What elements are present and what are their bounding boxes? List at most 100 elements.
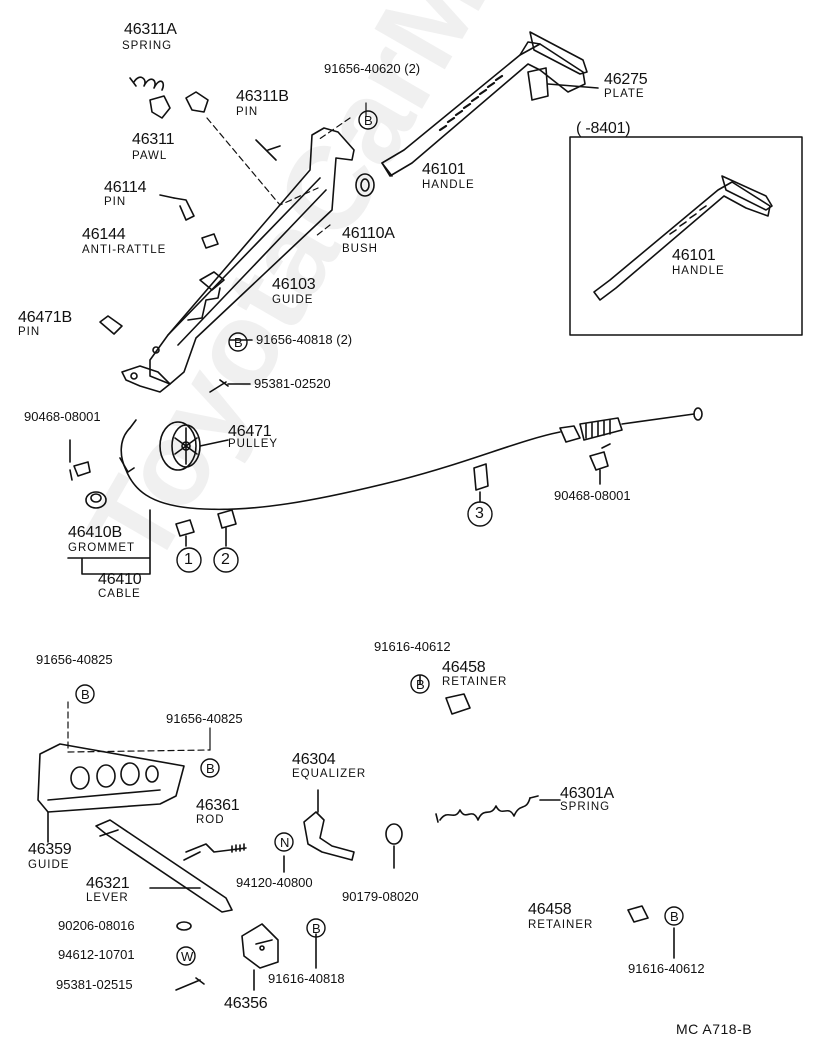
inset-handle-drawing — [593, 175, 773, 301]
part-46275-number: 46275 — [604, 71, 648, 88]
pulley-drawing — [159, 421, 229, 471]
pin-46471B-drawing — [99, 315, 123, 335]
clip-3-drawing — [473, 463, 489, 491]
part-46304-name: EQUALIZER — [292, 768, 367, 780]
bushing-drawing — [385, 823, 403, 845]
part-46359-name: GUIDE — [28, 859, 70, 871]
washer-drawing — [176, 921, 192, 931]
part-90468-08001-b-number: 90468-08001 — [554, 488, 631, 503]
part-46311A-number: 46311A — [124, 21, 177, 38]
inset-part-number: 46101 — [672, 247, 716, 264]
callout-b-1-letter: B — [364, 113, 373, 128]
pin-46311B-drawing — [255, 139, 281, 161]
callout-w — [176, 946, 196, 966]
part-91616-40612-a-number: 91616-40612 — [374, 639, 451, 654]
pin-46114-drawing — [173, 197, 195, 221]
part-46103-name: GUIDE — [272, 294, 314, 306]
callout-2-number: 2 — [221, 551, 230, 568]
part-46304-number: 46304 — [292, 751, 336, 768]
part-46471-name: PULLEY — [228, 438, 279, 450]
part-95381-02520-number: 95381-02520 — [254, 376, 331, 391]
part-46103-number: 46103 — [272, 276, 316, 293]
part-46301A-name: SPRING — [560, 801, 611, 813]
part-46311-name: PAWL — [132, 150, 168, 162]
part-90206-08016-number: 90206-08016 — [58, 918, 135, 933]
part-46101-number: 46101 — [422, 161, 466, 178]
part-91616-40818-number: 91616-40818 — [268, 971, 345, 986]
part-46311B-number: 46311B — [236, 88, 289, 105]
lever-drawing — [95, 819, 233, 913]
part-91616-40612-b-number: 91616-40612 — [628, 961, 705, 976]
spring-46311A-drawing — [129, 76, 165, 91]
part-46321-name: LEVER — [86, 892, 129, 904]
callout-b-4 — [200, 758, 220, 778]
part-46301A-number: 46301A — [560, 785, 614, 802]
part-91656-40818-number: 91656-40818 (2) — [256, 332, 353, 347]
guide-46359-drawing — [37, 743, 185, 813]
callout-n-letter: N — [280, 835, 290, 850]
anti-rattle-drawing — [201, 233, 219, 249]
callout-1 — [176, 547, 202, 573]
part-46110A-name: BUSH — [342, 243, 378, 255]
part-46458-b-number: 46458 — [528, 901, 572, 918]
part-46359-number: 46359 — [28, 841, 72, 858]
clip-2-drawing — [217, 509, 237, 529]
callout-3-number: 3 — [475, 505, 484, 522]
callout-w-letter: W — [181, 949, 194, 964]
part-46144-number: 46144 — [82, 226, 126, 243]
cable-drawing — [119, 407, 703, 511]
callout-b-5-letter: B — [416, 677, 425, 692]
clip-a-drawing — [69, 461, 91, 481]
callout-b-3-letter: B — [81, 687, 90, 702]
part-91656-40825-a-number: 91656-40825 — [36, 652, 113, 667]
part-94120-40800-number: 94120-40800 — [236, 875, 313, 890]
cotter-pin-2-drawing — [175, 977, 205, 991]
bush-drawing — [355, 173, 375, 197]
callout-1-number: 1 — [184, 551, 193, 568]
inset-range: ( -8401) — [576, 120, 631, 137]
inset-frame — [569, 136, 803, 336]
callout-b-6 — [306, 918, 326, 938]
callout-2 — [213, 547, 239, 573]
part-46356-number: 46356 — [224, 995, 268, 1012]
part-91656-40825-b-number: 91656-40825 — [166, 711, 243, 726]
inset-part-name: HANDLE — [672, 265, 725, 277]
clip-1-drawing — [175, 519, 195, 537]
rod-drawing — [183, 843, 247, 861]
part-46458-a-name: RETAINER — [442, 676, 508, 688]
part-46361-number: 46361 — [196, 797, 240, 814]
footer-code: MC A718-B — [676, 1021, 753, 1037]
equalizer-drawing — [303, 789, 355, 861]
part-90468-08001-a-number: 90468-08001 — [24, 409, 101, 424]
retainer-b-drawing — [627, 905, 649, 923]
callout-3 — [467, 501, 493, 527]
part-46410B-name: GROMMET — [68, 542, 136, 554]
callout-b-7-letter: B — [670, 909, 679, 924]
part-46114-number: 46114 — [104, 179, 147, 196]
callout-b-2 — [228, 332, 248, 352]
guide-46103-drawing — [121, 127, 355, 393]
part-46110A-number: 46110A — [342, 225, 395, 242]
part-46471-number: 46471 — [228, 423, 272, 440]
pawl-drawing — [149, 91, 209, 119]
plate-drawing — [527, 67, 599, 101]
clip-b-drawing — [589, 443, 611, 471]
spring-46301A-drawing — [439, 797, 531, 821]
handle-drawing — [381, 31, 588, 177]
part-46311-number: 46311 — [132, 131, 175, 148]
grommet-drawing — [85, 491, 107, 509]
part-46458-b-name: RETAINER — [528, 919, 594, 931]
callout-b-6-letter: B — [312, 921, 321, 936]
callout-b-5 — [410, 674, 430, 694]
part-46114-name: PIN — [104, 196, 127, 208]
retainer-a-drawing — [445, 693, 471, 715]
bracket-46356-drawing — [241, 923, 279, 991]
part-95381-02515-number: 95381-02515 — [56, 977, 133, 992]
callout-b-2-letter: B — [234, 335, 243, 350]
callout-n — [274, 832, 294, 852]
part-46275-name: PLATE — [604, 88, 645, 100]
part-46311B-name: PIN — [236, 106, 259, 118]
part-46471B-number: 46471B — [18, 309, 72, 326]
